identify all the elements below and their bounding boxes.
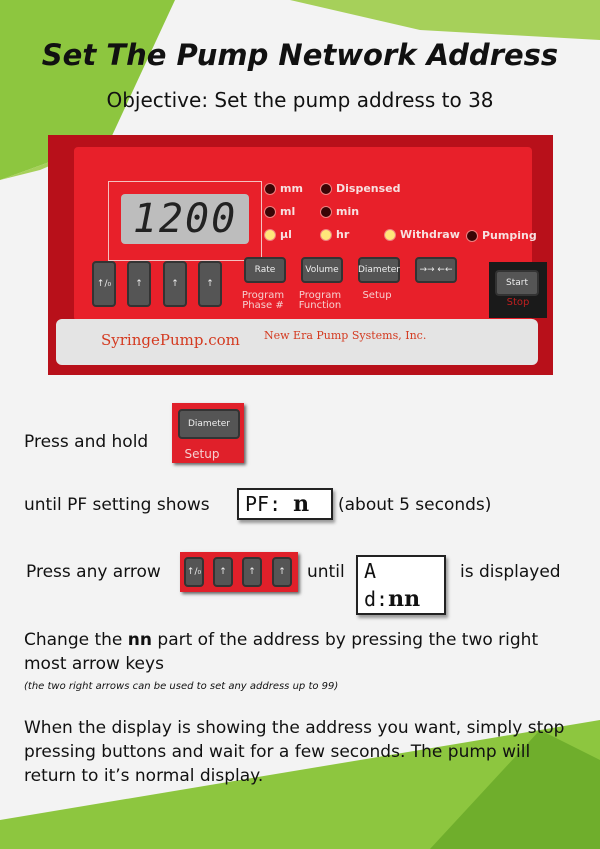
objective-text: Objective: Set the pump address to 38 bbox=[106, 88, 494, 112]
led-hr: hr bbox=[320, 228, 349, 241]
led-icon bbox=[320, 205, 332, 218]
led-icon bbox=[384, 228, 396, 241]
step-until-pf: until PF setting shows bbox=[24, 495, 210, 515]
led-icon bbox=[320, 228, 332, 241]
step-is-displayed: is displayed bbox=[460, 562, 561, 582]
arrow-key-3: ↑ bbox=[163, 261, 187, 307]
final-instruction: When the display is showing the address … bbox=[24, 718, 565, 786]
led-ml: ml bbox=[264, 205, 295, 218]
stop-label: Stop bbox=[506, 297, 530, 308]
start-stop-box: Start Stop bbox=[489, 262, 547, 318]
led-ul: µl bbox=[264, 228, 292, 241]
address-display-image: A d:nn bbox=[356, 555, 446, 615]
page-title: Set The Pump Network Address bbox=[41, 38, 559, 72]
company-name: New Era Pump Systems, Inc. bbox=[264, 329, 427, 342]
rate-key: Rate bbox=[244, 257, 286, 283]
arrow-key-2: ↑ bbox=[127, 261, 151, 307]
pf-display-image: PF: n bbox=[237, 488, 333, 520]
led-icon bbox=[264, 205, 276, 218]
arrow-key-4: ↑ bbox=[198, 261, 222, 307]
led-min: min bbox=[320, 205, 359, 218]
step-until: until bbox=[307, 562, 345, 582]
pump-panel-photo: 1200 mm ml µl Dispensed min hr Withdraw … bbox=[48, 135, 553, 375]
led-mm: mm bbox=[264, 182, 303, 195]
diameter-key-image: Diameter Setup bbox=[172, 403, 244, 463]
pump-lcd-display: 1200 bbox=[121, 194, 249, 244]
arrow-keys-image: ↑/₀ ↑ ↑ ↑ bbox=[180, 552, 298, 592]
led-icon bbox=[466, 229, 478, 242]
led-pumping: Pumping bbox=[466, 229, 537, 242]
diameter-key: Diameter bbox=[358, 257, 400, 283]
led-dispensed: Dispensed bbox=[320, 182, 401, 195]
diameter-key-label: Setup bbox=[362, 290, 392, 301]
address-note: (the two right arrows can be used to set… bbox=[24, 681, 339, 692]
brand-strip: SyringePump.com New Era Pump Systems, In… bbox=[56, 319, 538, 365]
volume-key: Volume bbox=[301, 257, 343, 283]
rate-key-label: Program Phase # bbox=[241, 290, 285, 311]
volume-key-label: Program Function bbox=[298, 290, 342, 311]
step-press-arrow: Press any arrow bbox=[26, 562, 161, 582]
brand-logo: SyringePump.com bbox=[101, 331, 240, 349]
step-press-hold: Press and hold bbox=[24, 432, 149, 452]
led-icon bbox=[264, 182, 276, 195]
arrow-key-1: ↑/₀ bbox=[92, 261, 116, 307]
led-icon bbox=[320, 182, 332, 195]
led-icon bbox=[264, 228, 276, 241]
change-instruction: Change the nn part of the address by pre… bbox=[24, 630, 539, 674]
step-about: (about 5 seconds) bbox=[338, 495, 492, 515]
start-key: Start bbox=[495, 270, 539, 296]
led-withdraw: Withdraw bbox=[384, 228, 460, 241]
direction-key: →→ ←← bbox=[415, 257, 457, 283]
